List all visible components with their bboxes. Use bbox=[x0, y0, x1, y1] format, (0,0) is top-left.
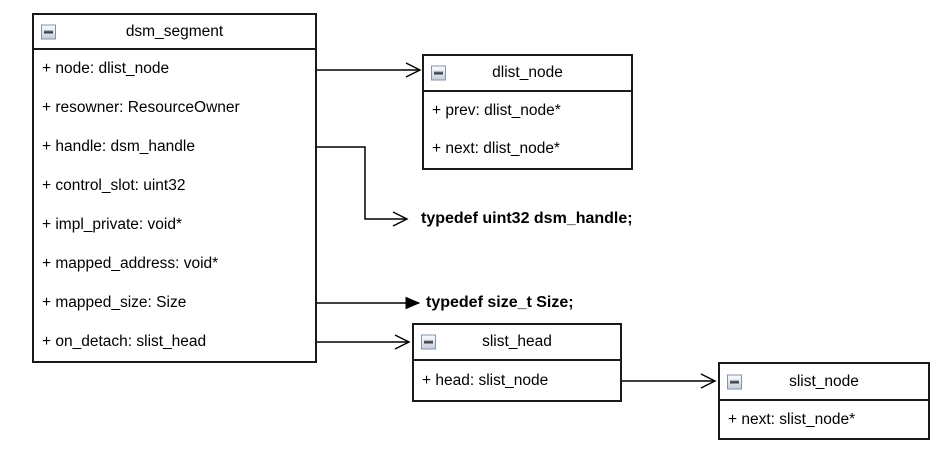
class-box-dsm-segment: dsm_segment + node: dlist_node + resowne… bbox=[32, 13, 317, 363]
class-title-bar: dlist_node bbox=[424, 56, 631, 92]
field-head: + head: slist_node bbox=[422, 371, 549, 389]
class-box-dlist-node: dlist_node + prev: dlist_node* + next: d… bbox=[422, 54, 633, 170]
collapse-minus-icon[interactable] bbox=[727, 374, 742, 389]
typedef-dsm-handle-note: typedef uint32 dsm_handle; bbox=[421, 210, 633, 227]
field-mapped-address: + mapped_address: void* bbox=[42, 254, 219, 272]
arrow-handle-to-typedef-dsm-handle bbox=[317, 146, 409, 227]
field-next: + next: dlist_node* bbox=[432, 140, 560, 157]
class-title: slist_node bbox=[789, 372, 859, 390]
class-fields: + node: dlist_node + resowner: ResourceO… bbox=[34, 50, 315, 361]
collapse-minus-icon[interactable] bbox=[41, 24, 56, 39]
class-title-bar: dsm_segment bbox=[34, 15, 315, 50]
field-mapped-size: + mapped_size: Size bbox=[42, 293, 187, 311]
class-box-slist-head: slist_head + head: slist_node bbox=[412, 323, 622, 402]
typedef-size-note: typedef size_t Size; bbox=[426, 294, 574, 311]
class-title-bar: slist_head bbox=[414, 325, 620, 361]
class-fields: + prev: dlist_node* + next: dlist_node* bbox=[424, 92, 631, 168]
field-prev: + prev: dlist_node* bbox=[432, 102, 561, 119]
class-fields: + next: slist_node* bbox=[720, 401, 928, 438]
field-node: + node: dlist_node bbox=[42, 60, 170, 78]
field-handle: + handle: dsm_handle bbox=[42, 138, 195, 156]
class-title-bar: slist_node bbox=[720, 364, 928, 401]
class-box-slist-node: slist_node + next: slist_node* bbox=[718, 362, 930, 440]
field-control-slot: + control_slot: uint32 bbox=[42, 177, 186, 195]
field-next: + next: slist_node* bbox=[728, 410, 856, 428]
field-impl-private: + impl_private: void* bbox=[42, 215, 182, 233]
collapse-minus-icon[interactable] bbox=[421, 334, 436, 350]
field-resowner: + resowner: ResourceOwner bbox=[42, 99, 240, 117]
class-fields: + head: slist_node bbox=[414, 361, 620, 400]
class-title: slist_head bbox=[482, 333, 552, 350]
class-title: dlist_node bbox=[492, 64, 563, 81]
class-title: dsm_segment bbox=[125, 22, 224, 40]
field-on-detach: + on_detach: slist_head bbox=[42, 332, 207, 350]
collapse-minus-icon[interactable] bbox=[431, 65, 446, 81]
